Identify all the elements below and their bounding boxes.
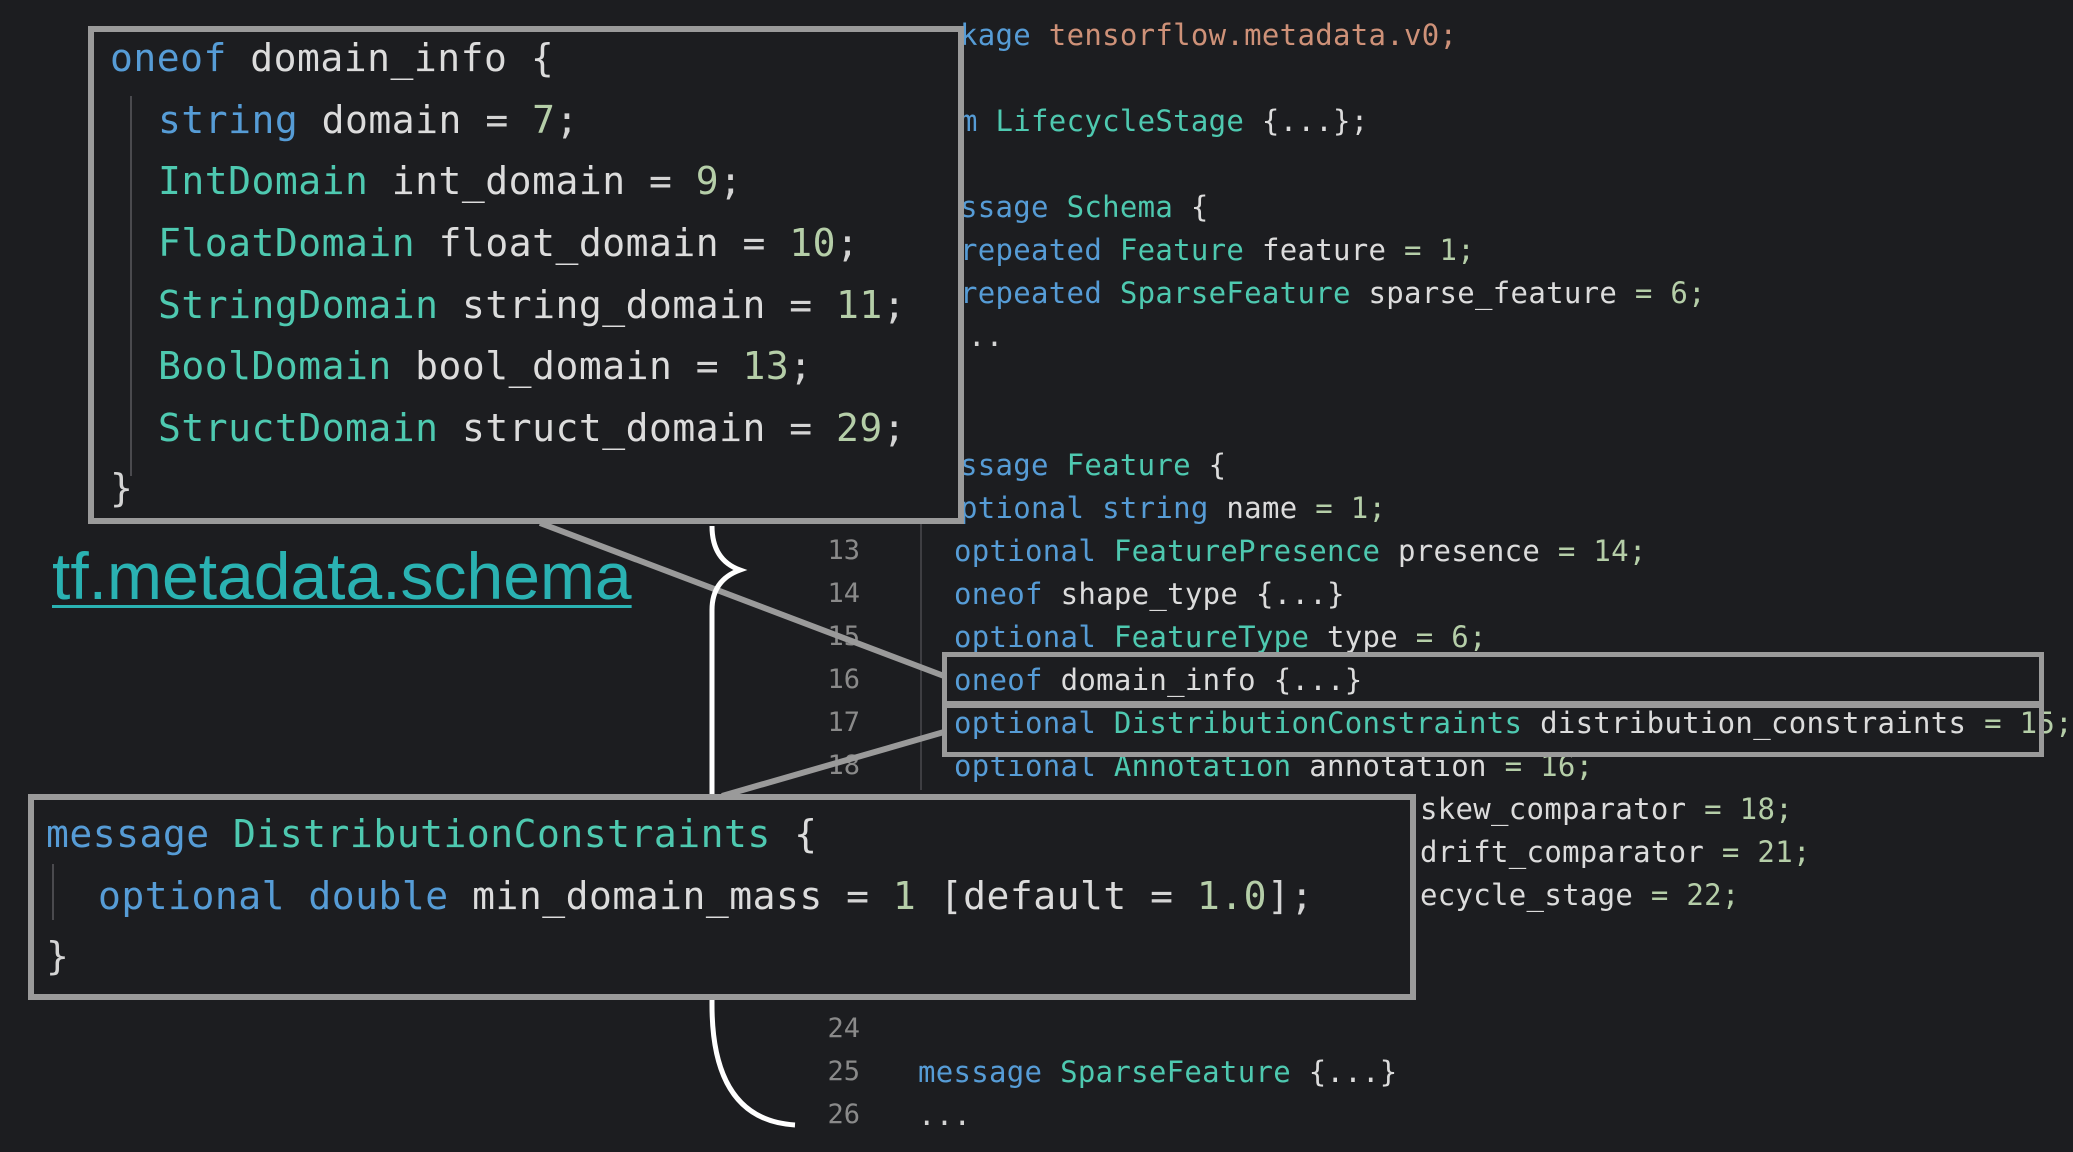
line-number: 25: [827, 1056, 860, 1087]
domain-info-close: }: [110, 466, 134, 510]
brace-shape: [709, 525, 796, 1128]
feature-message-line: ssage Feature {: [960, 448, 1227, 482]
feature-shape-line: oneof shape_type {...}: [954, 577, 1345, 611]
schema-feature-line: repeated Feature feature = 1;: [960, 233, 1476, 267]
domain-connector-line: [538, 520, 946, 679]
distribution-constraints-popup: message DistributionConstraints { option…: [28, 794, 1416, 1000]
domain-info-popup: oneof domain_info { string domain = 7; I…: [88, 26, 964, 524]
line-number: 24: [827, 1013, 860, 1044]
feature-drift-line: drift_comparator = 21;: [1420, 835, 1811, 869]
popup-indent-guide: [52, 864, 54, 920]
struct-domain-field: StructDomain struct_domain = 29;: [158, 406, 907, 450]
schema-ellipsis: ..: [968, 319, 1004, 353]
feature-lifecycle-line: ecycle_stage = 22;: [1420, 878, 1740, 912]
line-number: 17: [827, 707, 860, 738]
domain-field: string domain = 7;: [158, 98, 579, 142]
feature-type-line: optional FeatureType type = 6;: [954, 620, 1487, 654]
string-domain-field: StringDomain string_domain = 11;: [158, 283, 907, 327]
line-number: 16: [827, 664, 860, 695]
schema-label[interactable]: tf.metadata.schema: [52, 539, 632, 613]
feature-domain-line[interactable]: oneof domain_info {...}: [954, 663, 1363, 697]
min-domain-mass-field: optional double min_domain_mass = 1 [def…: [98, 874, 1314, 918]
schema-sparse-line: repeated SparseFeature sparse_feature = …: [960, 276, 1706, 310]
sparse-message-line: message SparseFeature {...}: [918, 1055, 1398, 1089]
dist-message-close: }: [46, 934, 70, 978]
dist-message-open: message DistributionConstraints {: [46, 812, 818, 856]
distribution-connector-line: [721, 729, 945, 799]
feature-presence-line: optional FeaturePresence presence = 14;: [954, 534, 1647, 568]
line-number: 26: [827, 1099, 860, 1130]
package-line: kage tensorflow.metadata.v0;: [960, 18, 1458, 52]
feature-skew-line: skew_comparator = 18;: [1420, 792, 1793, 826]
domain-info-open: oneof domain_info {: [110, 36, 555, 80]
popup-indent-guide: [130, 96, 132, 476]
line-number: 13: [827, 535, 860, 566]
end-ellipsis: ...: [918, 1098, 972, 1132]
float-domain-field: FloatDomain float_domain = 10;: [158, 221, 860, 265]
bool-domain-field: BoolDomain bool_domain = 13;: [158, 344, 813, 388]
schema-message-line: ssage Schema {: [960, 190, 1209, 224]
line-number: 14: [827, 578, 860, 609]
enum-line: m LifecycleStage {...};: [960, 104, 1369, 138]
feature-distribution-line[interactable]: optional DistributionConstraints distrib…: [954, 706, 2073, 740]
feature-name-line: ptional string name = 1;: [960, 491, 1387, 525]
int-domain-field: IntDomain int_domain = 9;: [158, 159, 743, 203]
distribution-highlight: [942, 703, 2044, 757]
